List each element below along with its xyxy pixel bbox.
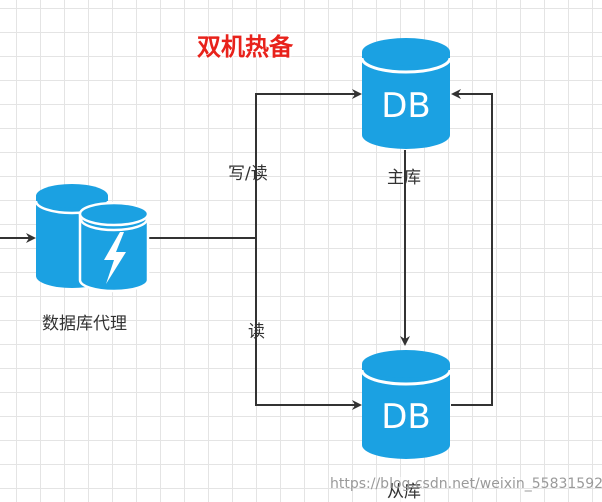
- master-db-text: DB: [381, 86, 431, 126]
- lightning-bolt-icon: [104, 232, 126, 284]
- slave-db-text: DB: [381, 397, 431, 437]
- write-read-arrow: [255, 89, 362, 238]
- watermark-text: https://blog.csdn.net/weixin_55831592: [330, 476, 602, 492]
- heartbeat-arrow: [451, 89, 493, 406]
- read-label: 读: [248, 322, 265, 342]
- slave-db-icon: DB: [360, 350, 452, 459]
- master-label: 主库: [387, 168, 421, 188]
- proxy-label: 数据库代理: [42, 314, 127, 334]
- slave-label: 从库: [387, 477, 421, 502]
- read-arrow: [255, 238, 362, 410]
- database-proxy-icon: [34, 184, 150, 293]
- master-db-icon: DB: [360, 38, 452, 149]
- diagram-title: 双机热备: [197, 33, 293, 61]
- write-read-label: 写/读: [228, 164, 268, 184]
